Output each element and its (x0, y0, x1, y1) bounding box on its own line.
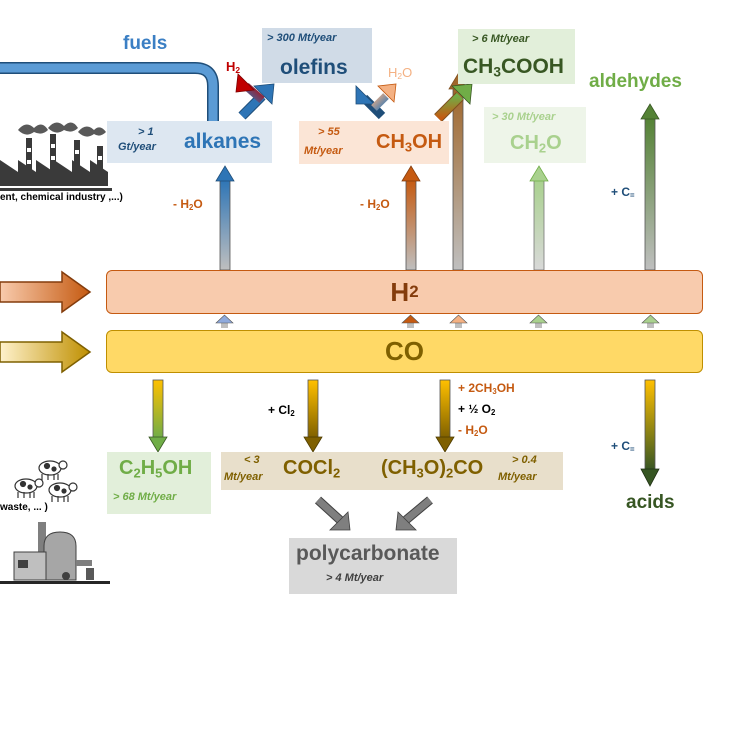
arrow-to-formaldehyde (529, 165, 549, 271)
plus-2ch3oh-label: + 2CH3OH (458, 381, 515, 396)
polycarbonate-amount: > 4 Mt/year (326, 572, 384, 584)
fuels-pipe (0, 62, 219, 126)
waste-caption: waste, ... ) (0, 502, 48, 513)
ethanol-label: C2H5OH (119, 457, 193, 481)
h2-input-arrow (0, 270, 92, 314)
minus-h2o-dmc: - H2O (458, 423, 488, 438)
olefins-amount: > 300 Mt/year (267, 32, 337, 44)
methanol-box (299, 121, 449, 164)
acids-label: acids (626, 492, 675, 513)
arrow-h2-release (235, 73, 265, 104)
phosgene-amount-line2: Mt/year (224, 471, 263, 483)
co-input-arrow (0, 330, 92, 374)
phosgene-amount-line1: < 3 (244, 454, 260, 466)
arrow-methanol-to-acetic (434, 83, 473, 122)
co-band: CO (106, 330, 703, 373)
arrow-to-alkanes (215, 165, 235, 271)
arrow-to-methanol (401, 165, 421, 271)
phosgene-dmc-box (221, 452, 563, 490)
dmc-label: (CH3O)2CO (381, 457, 484, 481)
industry-caption: ent, chemical industry ,...) (0, 192, 123, 203)
formaldehyde-label: CH2O (510, 132, 562, 156)
arrow-to-ethanol (148, 379, 168, 453)
fuels-label: fuels (123, 33, 168, 54)
minus-h2o-alkanes: - H2O (173, 197, 203, 212)
h2-byproduct-label: H2 (226, 59, 241, 76)
h2o-byproduct-label: H2O (388, 65, 413, 82)
plus-half-o2-label: + ½ O2 (458, 402, 496, 417)
formaldehyde-box (484, 107, 586, 163)
acetic-acid-amount: > 6 Mt/year (472, 33, 530, 45)
arrow-to-dmc (435, 379, 455, 453)
biogas-plant-icon (0, 522, 110, 584)
methanol-label: CH3OH (376, 131, 443, 155)
minus-h2o-methanol: - H2O (360, 197, 390, 212)
dmc-amount-line2: Mt/year (498, 471, 537, 483)
arrow-to-phosgene (303, 379, 323, 453)
arrow-to-acids (640, 379, 660, 487)
small-arrow-2 (401, 314, 420, 328)
ethanol-amount: > 68 Mt/year (113, 491, 177, 503)
arrow-phosgene-to-polycarbonate (314, 496, 351, 531)
alkanes-label: alkanes (184, 130, 262, 153)
polycarbonate-label: polycarbonate (296, 542, 440, 565)
aldehydes-label: aldehydes (589, 71, 682, 92)
olefins-label: olefins (280, 56, 348, 79)
olefins-box (262, 28, 372, 83)
plus-alkene-acids: + C= (611, 439, 635, 454)
alkanes-amount-line2: Gt/year (118, 141, 156, 153)
plus-alkene-aldehydes: + C= (611, 185, 635, 200)
formaldehyde-amount: > 30 Mt/year (492, 111, 556, 123)
alkanes-amount-line1: > 1 (138, 126, 154, 138)
arrow-dmc-to-polycarbonate (395, 496, 433, 531)
phosgene-label: COCl2 (283, 457, 341, 481)
methanol-amount-line2: Mt/year (304, 145, 343, 157)
small-arrow-3 (449, 314, 468, 328)
methanol-amount-line1: > 55 (318, 126, 340, 138)
arrow-h2o-release (371, 83, 397, 111)
small-arrow-5 (641, 314, 660, 328)
acetic-acid-box (458, 29, 575, 84)
alkanes-box (107, 121, 272, 163)
polycarbonate-box (289, 538, 457, 594)
arrow-to-aldehydes (640, 103, 660, 271)
ethanol-box (107, 452, 211, 514)
plus-cl2-label: + Cl2 (268, 403, 295, 418)
dmc-amount-line1: > 0.4 (512, 454, 537, 466)
acetic-acid-label: CH3COOH (463, 55, 564, 80)
factory-icon (0, 122, 112, 191)
small-arrow-4 (529, 314, 548, 328)
cow-icon (14, 460, 78, 502)
small-arrow-1 (215, 314, 234, 328)
